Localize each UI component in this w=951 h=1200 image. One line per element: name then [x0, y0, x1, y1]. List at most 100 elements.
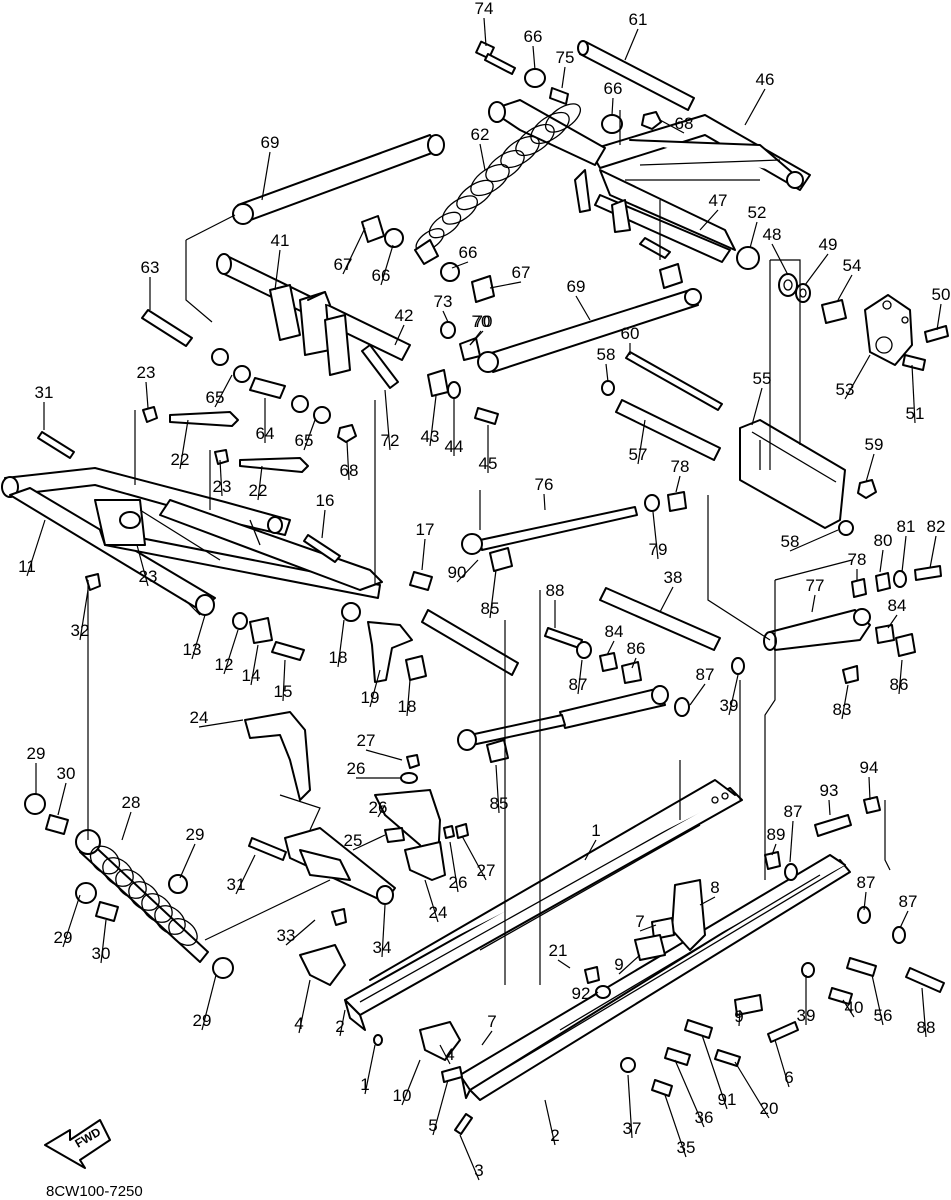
callout-84: 84: [888, 596, 907, 615]
callout-86: 86: [890, 675, 909, 694]
callout-82: 82: [927, 517, 946, 536]
callout-9: 9: [614, 955, 623, 974]
callout-leader-75: [561, 66, 566, 89]
callout-26: 26: [347, 759, 366, 778]
callout-leader-50: [936, 303, 942, 331]
callout-72: 72: [381, 431, 400, 450]
callout-70: 70: [474, 312, 493, 331]
callout-leader-42: [394, 324, 405, 346]
callout-leader-58: [789, 529, 839, 552]
washer-49: [795, 283, 811, 303]
callout-16: 16: [316, 491, 335, 510]
callout-29: 29: [186, 825, 205, 844]
damper: [457, 685, 669, 751]
callout-88: 88: [917, 1018, 936, 1037]
callout-85: 85: [481, 599, 500, 618]
washer-87c: [784, 863, 798, 881]
callout-leader-76: [543, 493, 546, 511]
callout-7: 7: [635, 912, 644, 931]
bush-29a: [24, 793, 46, 815]
washer-80: [875, 572, 891, 592]
bush-29b: [168, 874, 188, 894]
callout-87: 87: [857, 873, 876, 892]
callout-32: 32: [71, 621, 90, 640]
callout-leader-52: [749, 221, 758, 249]
callout-11: 11: [18, 557, 36, 576]
callout-leader-11: [26, 519, 46, 577]
washer-65a: [211, 348, 229, 366]
bolt-74: [475, 40, 516, 75]
callout-leader-53: [844, 354, 871, 400]
callout-7: 7: [487, 1012, 496, 1031]
callout-leader-82: [929, 535, 937, 569]
nut-21: [584, 966, 600, 984]
callout-leader-23: [219, 459, 223, 497]
callout-leader-38: [659, 586, 674, 613]
washer-58a: [601, 380, 615, 396]
callout-23: 23: [137, 363, 156, 382]
callout-27: 27: [477, 861, 496, 880]
bush-18b: [405, 655, 427, 681]
callout-3: 3: [474, 1161, 483, 1180]
collar-70b: [659, 263, 683, 289]
callout-29: 29: [193, 1011, 212, 1030]
bush-66b: [601, 114, 623, 134]
callout-leader-26: [449, 841, 459, 893]
callout-leader-47: [699, 209, 719, 231]
callout-74: 74: [475, 0, 494, 18]
callout-leader-22: [257, 465, 263, 501]
callout-30: 30: [92, 944, 111, 963]
collar-64: [249, 377, 286, 399]
callout-leader-29: [201, 974, 217, 1031]
callout-73: 73: [434, 292, 453, 311]
callout-43: 43: [421, 427, 440, 446]
callout-18: 18: [329, 648, 348, 667]
callout-leader-85: [495, 764, 500, 814]
callout-leader-29: [179, 843, 196, 879]
nut-94: [863, 796, 881, 814]
callout-86: 86: [627, 639, 646, 658]
callout-28: 28: [122, 793, 141, 812]
callout-leader-66: [611, 97, 614, 116]
shaft-38: [599, 587, 721, 651]
callout-leader-2: [544, 1099, 556, 1146]
callout-76: 76: [535, 475, 554, 494]
callout-leader-55: [751, 387, 763, 426]
callout-leader-43: [429, 395, 437, 447]
callout-leader-7: [481, 1030, 493, 1046]
callout-leader-34: [381, 904, 386, 958]
callout-leader-6: [774, 1039, 790, 1088]
callout-leader-86: [898, 659, 903, 695]
collar-75: [549, 87, 569, 105]
callout-35: 35: [677, 1138, 696, 1157]
callout-4: 4: [294, 1014, 303, 1033]
callout-17: 17: [416, 520, 435, 539]
callout-leader-78: [675, 475, 681, 493]
callout-59: 59: [865, 435, 884, 454]
callout-40: 40: [845, 998, 864, 1017]
nut-23b: [214, 449, 229, 465]
nut-23a: [142, 406, 158, 423]
callout-27: 27: [357, 731, 376, 750]
bracket-19: [367, 621, 413, 683]
bolt-25: [384, 827, 405, 843]
callout-69: 69: [261, 133, 280, 152]
bush-66a: [524, 68, 546, 88]
nut-59: [857, 479, 877, 499]
callout-53: 53: [836, 380, 855, 399]
bolt-15: [271, 641, 305, 661]
strap-22b: [239, 457, 309, 473]
callout-leader-58: [605, 363, 609, 383]
nut-68a: [641, 111, 662, 130]
fwd-arrow: [44, 1119, 111, 1169]
callout-leader-1: [584, 839, 597, 861]
callout-94: 94: [860, 758, 879, 777]
callout-leader-92: [580, 991, 599, 1004]
callout-leader-41: [274, 249, 281, 291]
callout-42: 42: [395, 306, 414, 325]
nut-33: [331, 908, 347, 926]
bush-86b: [895, 633, 916, 657]
callout-leader-23: [136, 544, 149, 587]
washer-65c: [291, 395, 309, 413]
callout-13: 13: [183, 640, 202, 659]
